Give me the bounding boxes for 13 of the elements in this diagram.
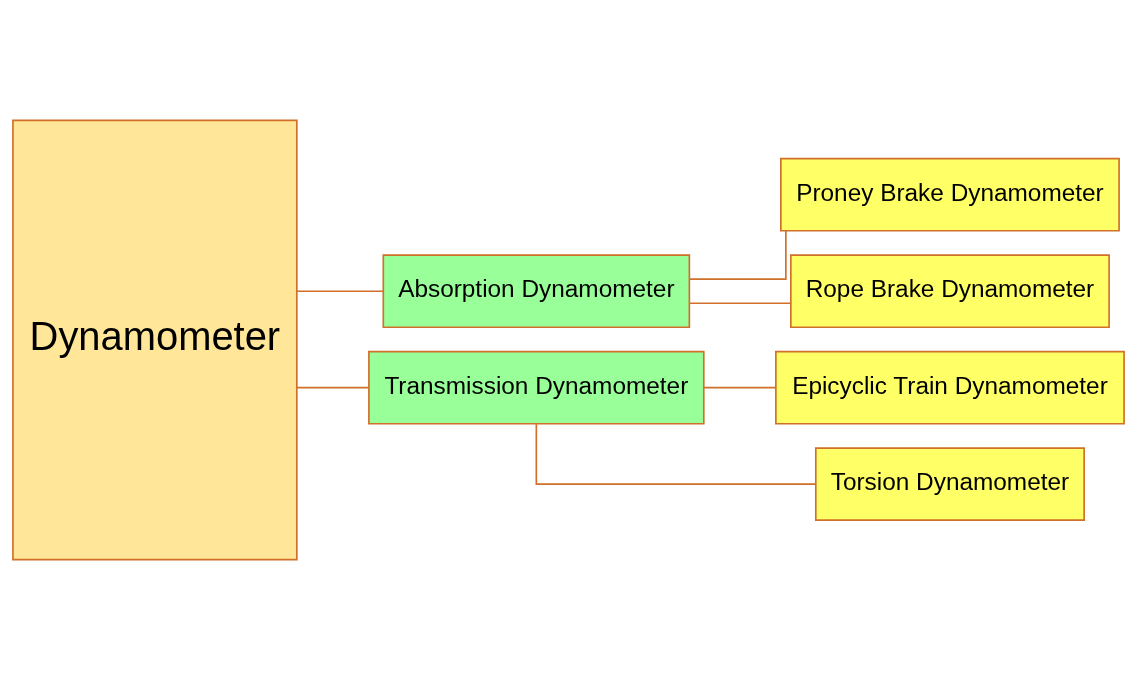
connector	[688, 229, 787, 280]
node-box: Proney Brake Dynamometer	[780, 157, 1120, 232]
connector	[703, 386, 777, 388]
connector	[296, 386, 370, 388]
connector	[688, 301, 792, 304]
node-box: Torsion Dynamometer	[814, 446, 1085, 521]
node-box: Epicyclic Train Dynamometer	[775, 350, 1125, 425]
connector	[296, 289, 385, 292]
connector	[535, 422, 817, 485]
node-box: Absorption Dynamometer	[382, 253, 691, 328]
node-box: Rope Brake Dynamometer	[790, 253, 1110, 328]
node-box: Transmission Dynamometer	[368, 350, 705, 425]
node-box: Dynamometer	[12, 119, 298, 560]
